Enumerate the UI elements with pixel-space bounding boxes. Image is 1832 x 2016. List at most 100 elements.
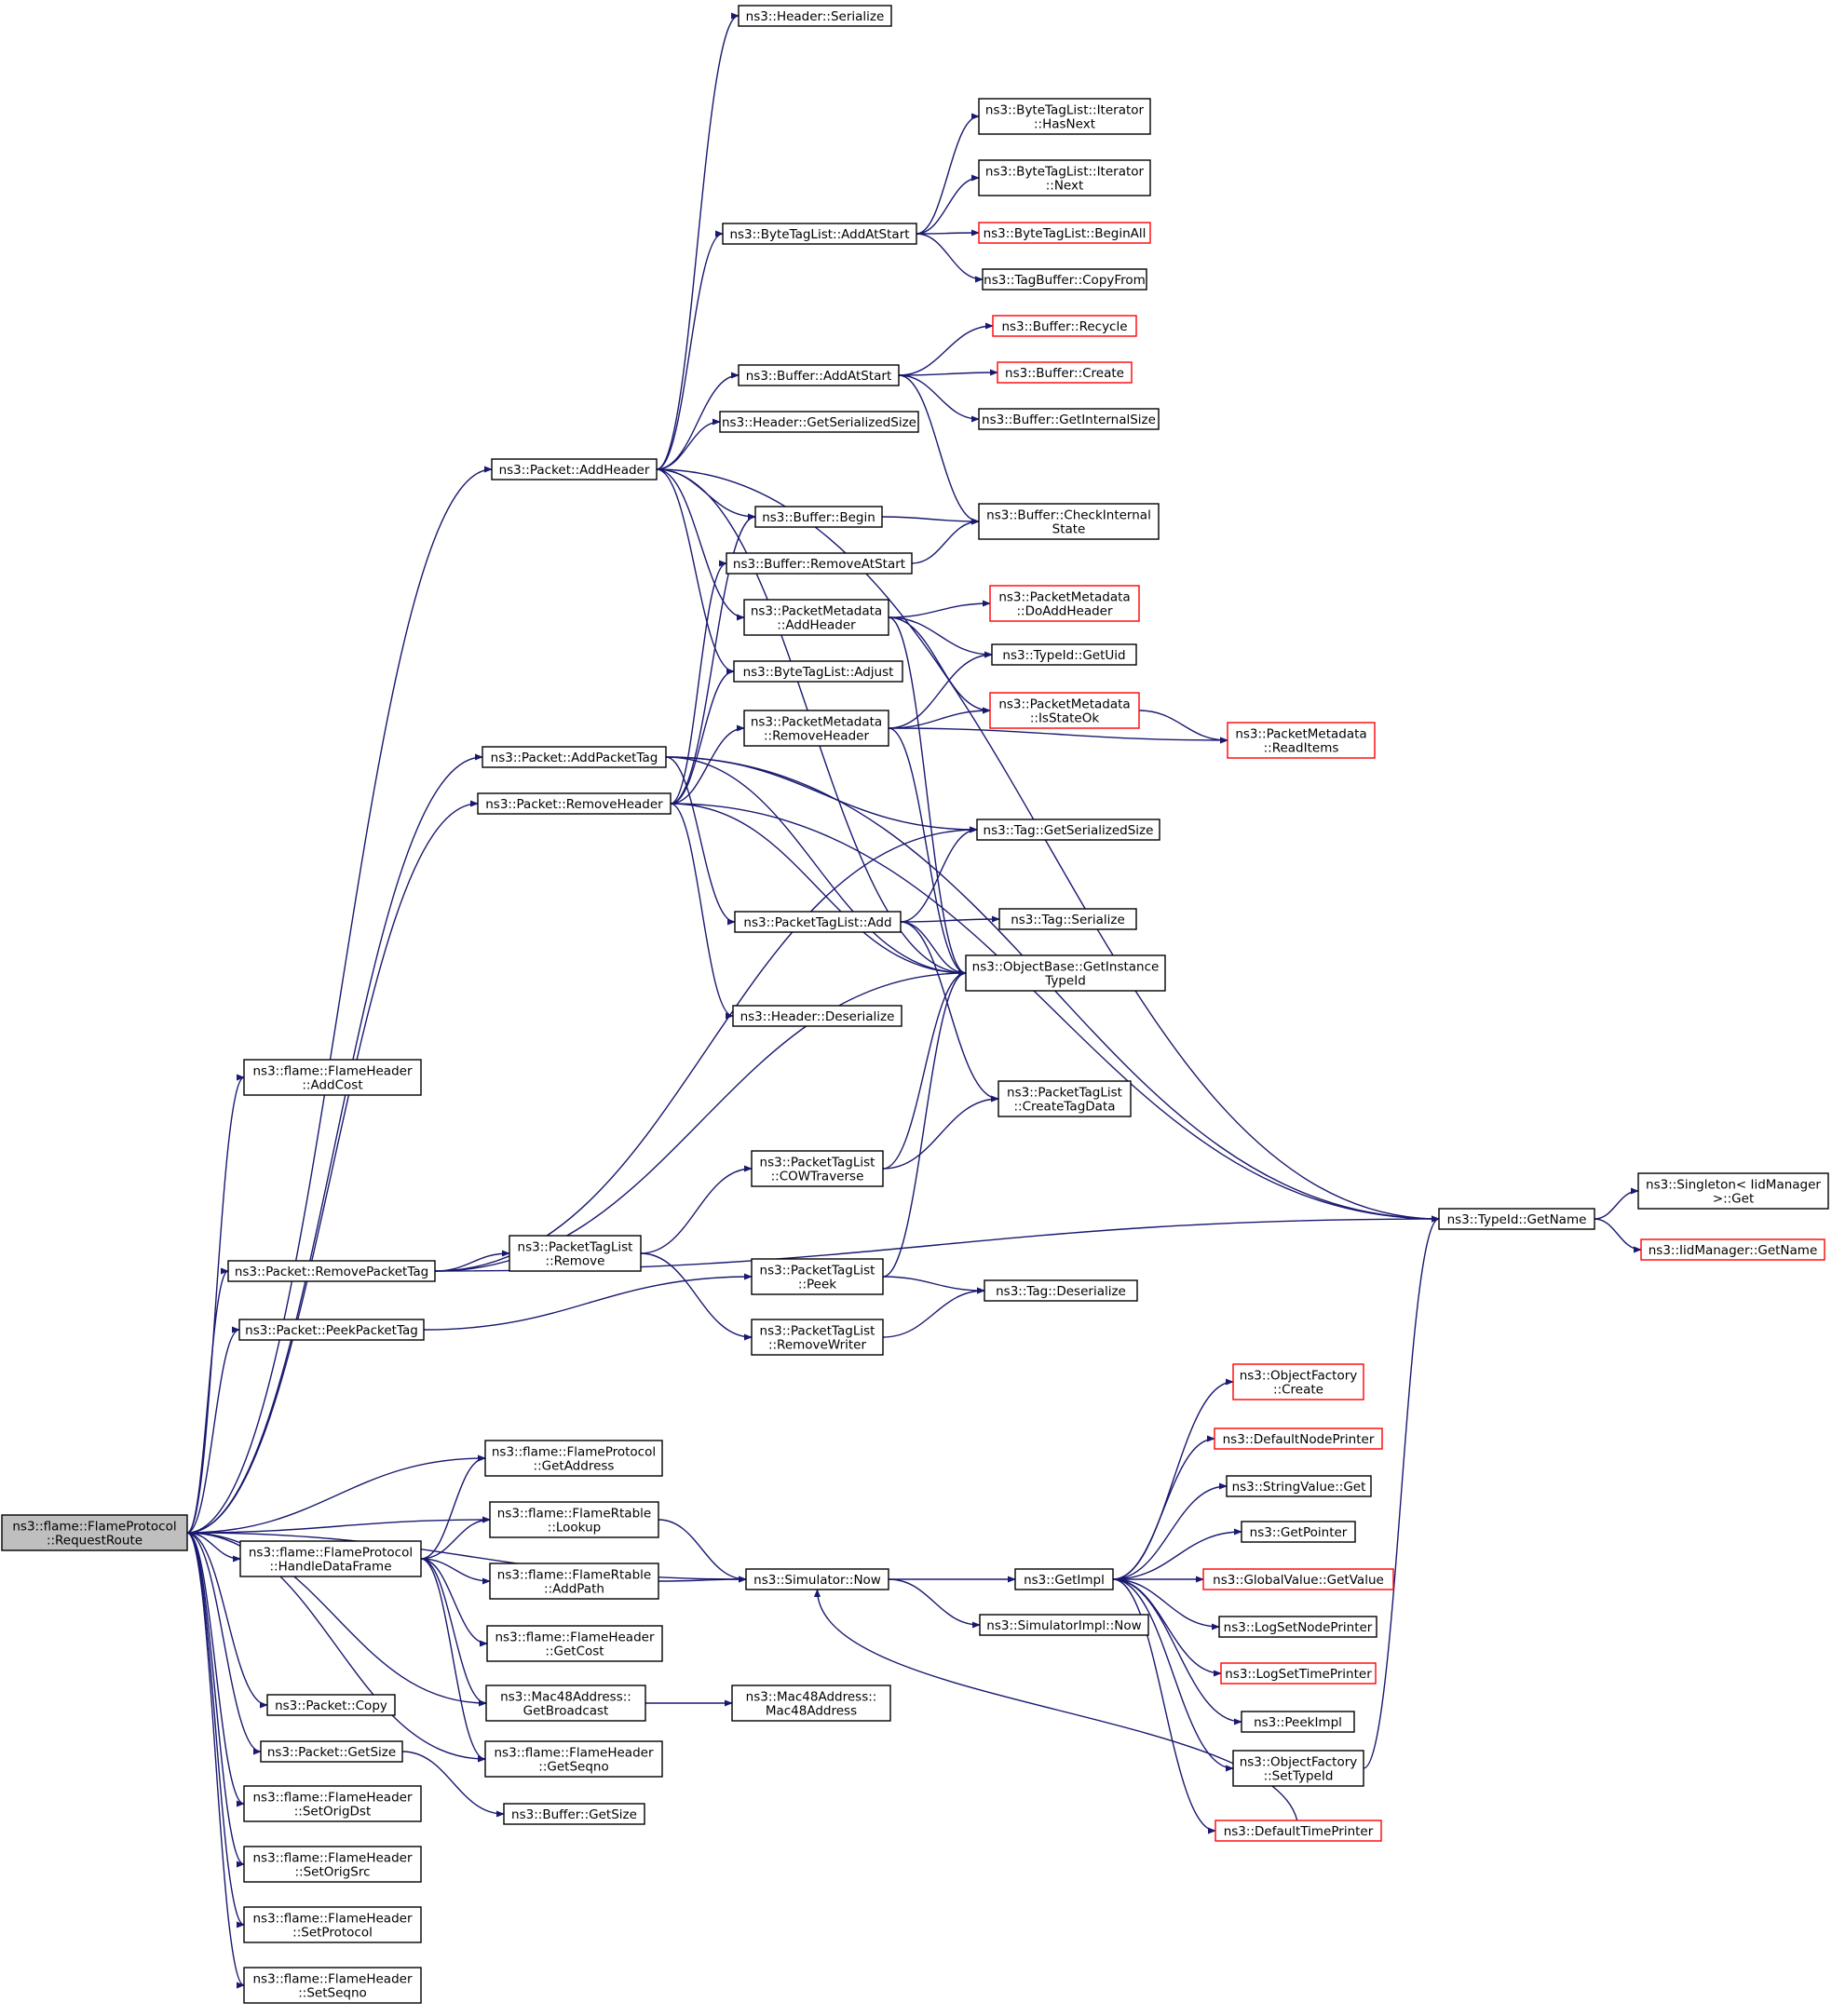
- node-setorigsrc[interactable]: ns3::flame::FlameHeader::SetOrigSrc: [243, 1846, 422, 1883]
- node-setseqno[interactable]: ns3::flame::FlameHeader::SetSeqno: [243, 1967, 422, 2004]
- node-removepackettag[interactable]: ns3::Packet::RemovePacketTag: [227, 1260, 436, 1282]
- node-ptl-cowtraverse[interactable]: ns3::PacketTagList::COWTraverse: [751, 1150, 884, 1187]
- node-ptl-peek[interactable]: ns3::PacketTagList::Peek: [751, 1258, 884, 1295]
- node-label: ns3::Header::GetSerializedSize: [722, 415, 916, 430]
- node-pm-isstateok[interactable]: ns3::PacketMetadata::IsStateOk: [989, 692, 1140, 729]
- node-it-hasnext[interactable]: ns3::ByteTagList::Iterator::HasNext: [978, 98, 1151, 135]
- node-stringvalue-get[interactable]: ns3::StringValue::Get: [1226, 1475, 1372, 1497]
- node-ptl-removewriter[interactable]: ns3::PacketTagList::RemoveWriter: [751, 1319, 884, 1356]
- node-box: [976, 819, 1160, 841]
- node-ptl-createtagdata[interactable]: ns3::PacketTagList::CreateTagData: [997, 1080, 1132, 1117]
- node-label: ns3::Buffer::AddAtStart: [746, 369, 892, 384]
- node-gv-getvalue[interactable]: ns3::GlobalValue::GetValue: [1202, 1568, 1394, 1590]
- node-singleton-get[interactable]: ns3::Singleton< IidManager>::Get: [1637, 1172, 1829, 1210]
- node-label: ns3::DefaultNodePrinter: [1223, 1432, 1375, 1447]
- node-label: ns3::GlobalValue::GetValue: [1213, 1573, 1384, 1588]
- node-pm-doaddheader[interactable]: ns3::PacketMetadata::DoAddHeader: [989, 585, 1140, 622]
- node-label: ns3::PacketMetadata: [998, 590, 1130, 605]
- node-buf-getinternalsize[interactable]: ns3::Buffer::GetInternalSize: [978, 408, 1160, 430]
- node-box: [997, 1080, 1132, 1117]
- node-addpath[interactable]: ns3::flame::FlameRtable::AddPath: [489, 1563, 659, 1600]
- node-setorigdst[interactable]: ns3::flame::FlameHeader::SetOrigDst: [243, 1785, 422, 1822]
- node-copy[interactable]: ns3::Packet::Copy: [266, 1694, 396, 1716]
- node-box: [978, 222, 1151, 244]
- node-typeid-getname[interactable]: ns3::TypeId::GetName: [1438, 1208, 1595, 1230]
- node-of-settypeid[interactable]: ns3::ObjectFactory::SetTypeId: [1232, 1750, 1364, 1787]
- node-getseqno[interactable]: ns3::flame::FlameHeader::GetSeqno: [484, 1740, 663, 1778]
- node-getpointer[interactable]: ns3::GetPointer: [1241, 1521, 1356, 1543]
- node-getcost[interactable]: ns3::flame::FlameHeader::GetCost: [486, 1625, 663, 1662]
- node-btl-adjust[interactable]: ns3::ByteTagList::Adjust: [733, 660, 903, 683]
- node-peekimpl[interactable]: ns3::PeekImpl: [1241, 1711, 1355, 1733]
- node-label: ns3::PacketTagList: [518, 1240, 633, 1255]
- node-label: ::Remove: [546, 1254, 605, 1269]
- call-edge: [186, 1516, 491, 1534]
- node-buf-recycle[interactable]: ns3::Buffer::Recycle: [992, 315, 1137, 337]
- node-btl-addatstart[interactable]: ns3::ByteTagList::AddAtStart: [722, 223, 917, 245]
- node-box: [491, 458, 658, 480]
- node-getimpl[interactable]: ns3::GetImpl: [1014, 1568, 1114, 1590]
- node-handledataframe[interactable]: ns3::flame::FlameProtocol::HandleDataFra…: [239, 1540, 422, 1577]
- node-setprotocol[interactable]: ns3::flame::FlameHeader::SetProtocol: [243, 1906, 422, 1943]
- node-hdr-deserialize[interactable]: ns3::Header::Deserialize: [732, 1005, 902, 1027]
- node-it-next[interactable]: ns3::ByteTagList::Iterator::Next: [978, 159, 1151, 196]
- node-hdr-serialize[interactable]: ns3::Header::Serialize: [738, 5, 892, 27]
- node-getaddress[interactable]: ns3::flame::FlameProtocol::GetAddress: [484, 1440, 663, 1477]
- node-ptl-add[interactable]: ns3::PacketTagList::Add: [734, 911, 902, 933]
- node-addcost[interactable]: ns3::flame::FlameHeader::AddCost: [243, 1059, 422, 1096]
- node-label: ::DoAddHeader: [1016, 604, 1112, 619]
- node-box: [734, 911, 902, 933]
- node-box: [243, 1906, 422, 1943]
- node-mac-ctor[interactable]: ns3::Mac48Address::Mac48Address: [731, 1685, 891, 1722]
- node-root[interactable]: ns3::flame::FlameProtocol::RequestRoute: [1, 1514, 188, 1551]
- node-iidmanager-getname[interactable]: ns3::IidManager::GetName: [1640, 1238, 1825, 1261]
- node-defaultnodeprinter[interactable]: ns3::DefaultNodePrinter: [1214, 1427, 1383, 1450]
- node-buf-addatstart[interactable]: ns3::Buffer::AddAtStart: [738, 364, 900, 386]
- node-ptl-remove[interactable]: ns3::PacketTagList::Remove: [509, 1235, 642, 1272]
- node-addpackettag[interactable]: ns3::Packet::AddPacketTag: [482, 746, 667, 768]
- node-buf-begin[interactable]: ns3::Buffer::Begin: [754, 506, 883, 528]
- node-btl-beginall[interactable]: ns3::ByteTagList::BeginAll: [978, 222, 1151, 244]
- node-box: [1214, 1427, 1383, 1450]
- call-edge: [916, 174, 980, 235]
- node-box: [238, 1319, 425, 1341]
- node-peekpackettag[interactable]: ns3::Packet::PeekPacketTag: [238, 1319, 425, 1341]
- call-edge: [186, 1532, 268, 1709]
- node-getsize[interactable]: ns3::Packet::GetSize: [260, 1740, 403, 1763]
- node-pm-addheader[interactable]: ns3::PacketMetadata::AddHeader: [743, 599, 889, 636]
- node-sim-now[interactable]: ns3::Simulator::Now: [745, 1568, 889, 1590]
- node-getbroadcast[interactable]: ns3::Mac48Address::GetBroadcast: [485, 1685, 646, 1722]
- node-defaulttimeprinter[interactable]: ns3::DefaultTimePrinter: [1215, 1820, 1382, 1842]
- node-box: [751, 1319, 884, 1356]
- node-logsetnodeprinter[interactable]: ns3::LogSetNodePrinter: [1218, 1616, 1377, 1638]
- node-simimpl-now[interactable]: ns3::SimulatorImpl::Now: [979, 1614, 1149, 1636]
- call-edge: [888, 727, 1228, 744]
- node-logsettimeprinter[interactable]: ns3::LogSetTimePrinter: [1220, 1662, 1377, 1685]
- node-typeid-getuid[interactable]: ns3::TypeId::GetUid: [991, 643, 1137, 666]
- node-buf-getsize[interactable]: ns3::Buffer::GetSize: [503, 1803, 645, 1825]
- node-removeheader[interactable]: ns3::Packet::RemoveHeader: [477, 792, 672, 815]
- node-label: ns3::PacketTagList::Add: [743, 915, 891, 930]
- node-pm-removeheader[interactable]: ns3::PacketMetadata::RemoveHeader: [743, 710, 889, 747]
- call-edge: [916, 113, 980, 235]
- node-hdr-getsersize[interactable]: ns3::Header::GetSerializedSize: [719, 411, 919, 433]
- node-addheader[interactable]: ns3::Packet::AddHeader: [491, 458, 658, 480]
- node-label: ns3::Packet::PeekPacketTag: [245, 1323, 418, 1338]
- node-buf-create[interactable]: ns3::Buffer::Create: [997, 361, 1133, 384]
- node-buf-removeatstart[interactable]: ns3::Buffer::RemoveAtStart: [726, 552, 913, 575]
- node-tag-getsersize[interactable]: ns3::Tag::GetSerializedSize: [976, 819, 1160, 841]
- node-label: ::SetSeqno: [298, 1986, 367, 2001]
- node-lookup[interactable]: ns3::flame::FlameRtable::Lookup: [489, 1501, 659, 1538]
- node-tagbuf-copyfrom[interactable]: ns3::TagBuffer::CopyFrom: [982, 268, 1147, 291]
- node-tag-deserialize[interactable]: ns3::Tag::Deserialize: [984, 1279, 1138, 1302]
- node-box: [1232, 1750, 1364, 1787]
- node-label: ns3::Buffer::Create: [1005, 366, 1124, 381]
- node-of-create[interactable]: ns3::ObjectFactory::Create: [1232, 1363, 1364, 1400]
- call-edge: [186, 1532, 245, 1868]
- node-pm-readitems[interactable]: ns3::PacketMetadata::ReadItems: [1227, 722, 1376, 759]
- node-tag-serialize[interactable]: ns3::Tag::Serialize: [998, 908, 1137, 930]
- node-label: ns3::StringValue::Get: [1232, 1480, 1366, 1495]
- node-label: ::RemoveHeader: [764, 729, 869, 744]
